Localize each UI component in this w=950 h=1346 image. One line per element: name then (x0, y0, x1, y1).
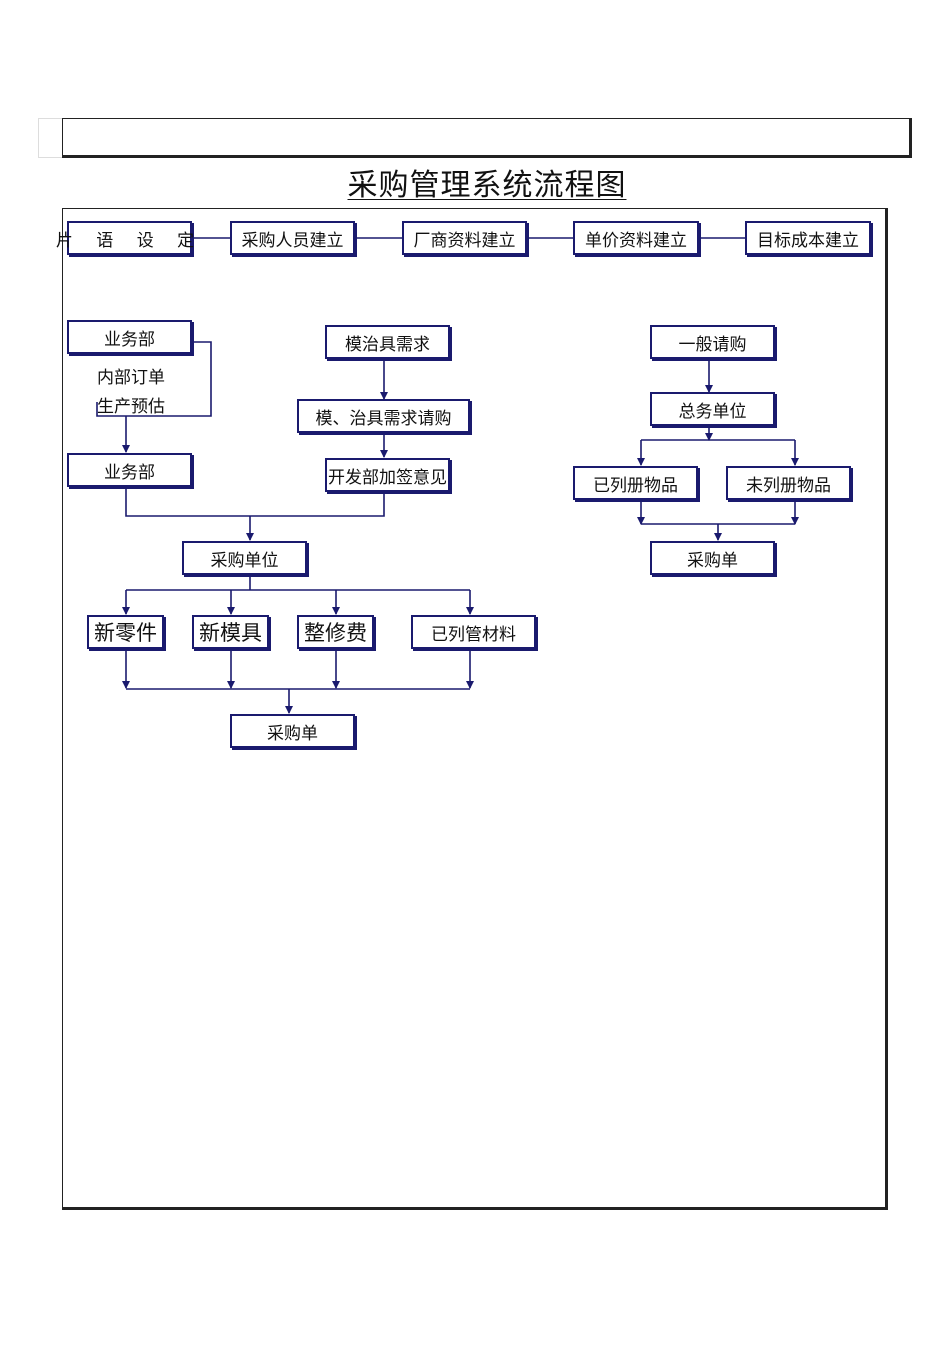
admin-unit-box: 总务单位 (650, 392, 775, 426)
setup-box-2: 采购人员建立 (230, 221, 355, 255)
dev-sign-box: 开发部加签意见 (325, 458, 450, 492)
category-new-mold: 新模具 (192, 615, 269, 649)
notes-bracket (96, 341, 212, 417)
mold-demand-box: 模治具需求 (325, 325, 450, 359)
sales-dept-box-bottom: 业务部 (67, 453, 192, 487)
setup-box-4: 单价资料建立 (573, 221, 699, 255)
unlisted-items-box: 未列册物品 (726, 466, 851, 500)
setup-box-1: 片 语 设 定 (56, 221, 194, 255)
header-bar (62, 118, 912, 158)
mold-request-box: 模、治具需求请购 (297, 399, 470, 433)
merge-line (125, 487, 385, 517)
purchase-order-right: 采购单 (650, 541, 775, 575)
category-new-part: 新零件 (87, 615, 164, 649)
purchase-order-left: 采购单 (230, 714, 355, 748)
listed-items-box: 已列册物品 (573, 466, 698, 500)
sales-dept-box-top: 业务部 (67, 320, 192, 354)
note-production-forecast: 生产预估 (97, 397, 165, 417)
purchasing-unit-box: 采购单位 (182, 541, 307, 575)
category-managed-material: 已列管材料 (411, 615, 536, 649)
page-title: 采购管理系统流程图 (347, 168, 627, 203)
flowchart-frame (62, 208, 888, 1210)
header-tab (38, 118, 62, 158)
setup-box-3: 厂商资料建立 (402, 221, 527, 255)
note-internal-order: 内部订单 (97, 368, 165, 388)
setup-box-5: 目标成本建立 (745, 221, 871, 255)
category-repair-fee: 整修费 (297, 615, 374, 649)
general-request-box: 一般请购 (650, 325, 775, 359)
